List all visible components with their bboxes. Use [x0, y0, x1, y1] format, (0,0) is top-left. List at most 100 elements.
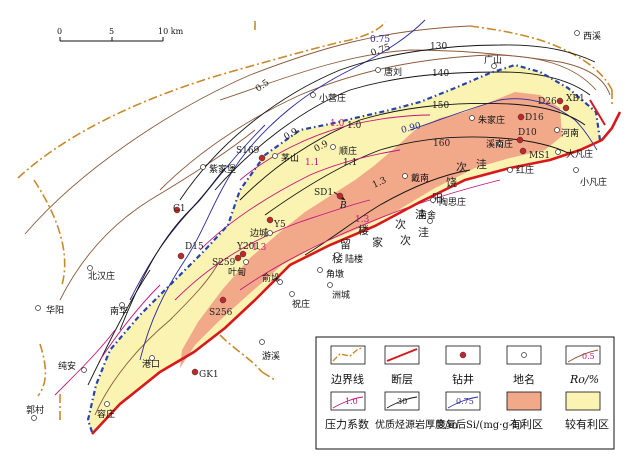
well-name: D15	[185, 242, 204, 252]
place-name: 纯安	[58, 360, 76, 372]
region-char: 家	[372, 235, 383, 249]
place-name: 容庄	[97, 408, 115, 420]
place-name: 俞垛	[262, 272, 280, 284]
scale-tick: 5	[109, 27, 114, 36]
scale-tick: 0	[57, 27, 62, 36]
place-name: 陶思庄	[439, 196, 466, 208]
well-marker	[258, 154, 266, 162]
well-marker	[556, 97, 564, 105]
place-marker	[310, 92, 316, 98]
well-name: S259	[212, 258, 236, 268]
place-marker	[35, 305, 41, 311]
place-marker	[289, 291, 295, 297]
place-marker	[574, 30, 580, 36]
place-marker	[317, 267, 323, 273]
well-marker	[516, 136, 524, 144]
favorable-zone	[180, 92, 562, 368]
place-name: 港口	[142, 358, 160, 370]
well-marker	[239, 250, 247, 258]
place-name: 小营庄	[319, 92, 346, 104]
well-name: MS1	[529, 151, 550, 161]
fault-line	[91, 111, 622, 435]
well-marker	[562, 104, 570, 112]
place-name: 戴南	[411, 172, 429, 184]
place-marker	[200, 164, 206, 170]
place-name: 茅山	[281, 153, 299, 164]
well-marker	[517, 113, 525, 121]
place-name: 朱家庄	[478, 114, 505, 126]
place-marker	[554, 127, 560, 133]
well-name: D16	[525, 113, 544, 123]
well-name: SD1	[314, 188, 333, 198]
ro-contours	[24, 25, 611, 416]
place-name: 郭村	[26, 404, 44, 416]
place-marker	[491, 63, 497, 69]
region-char: 次	[395, 217, 406, 231]
place-marker	[87, 265, 93, 271]
place-marker	[259, 339, 265, 345]
legend-sample: 30	[397, 397, 407, 406]
well-marker	[177, 252, 185, 260]
sr-contours	[129, 19, 598, 361]
place-name: 角墩	[326, 268, 344, 280]
well-marker	[336, 192, 344, 200]
place-name: 北汉庄	[88, 270, 115, 282]
ro-label: 0.5	[254, 78, 272, 95]
well-marker	[191, 368, 199, 376]
place-name: 华阳	[46, 304, 64, 316]
well-name: GK1	[199, 370, 219, 380]
legend: 0.5 边界线 断层 钻井 地名 Ro/% 1.0 30 0.75 压力系数 优…	[315, 336, 615, 450]
region-labels: 次 洼 饶 阳 次 洼 留 楼 家 楼 次 洼	[332, 157, 487, 265]
place-marker	[402, 173, 408, 179]
boundary-lines	[17, 18, 613, 420]
thickness-label: 130	[430, 42, 447, 52]
well-name: S169	[236, 146, 260, 156]
place-marker	[272, 153, 278, 159]
place-name: 陆楼	[345, 253, 363, 265]
legend-label: 钻井	[452, 372, 474, 386]
region-char: 楼	[358, 223, 369, 237]
place-marker	[334, 252, 340, 258]
place-name: 游溪	[262, 350, 280, 362]
place-marker	[430, 197, 436, 203]
ro-label: 1.0	[347, 121, 362, 131]
legend-label: 较有利区	[565, 417, 609, 431]
legend-label: 地名	[513, 372, 535, 386]
ro-label: 1.1	[343, 158, 357, 168]
legend-label: 优质烃源岩厚度/m	[375, 418, 458, 431]
region-char: 阳	[432, 192, 443, 205]
pressure-label: 1.3	[252, 243, 267, 253]
region-char: 次	[456, 160, 467, 174]
place-name: 紫家堡	[209, 163, 236, 175]
well-name: D26	[538, 97, 557, 107]
place-marker	[31, 415, 37, 421]
place-name: 大凡庄	[566, 148, 593, 160]
place-marker	[469, 115, 475, 121]
place-name: 洲城	[332, 290, 350, 301]
legend-label: 恢复后Si/(mg·g-1)	[436, 418, 523, 431]
legend-label: 断层	[391, 372, 413, 386]
place-marker	[81, 367, 87, 373]
region-char: 洼	[418, 225, 429, 239]
place-marker	[327, 282, 333, 288]
place-markers: 西溪唐刘小营庄广山朱家庄河南大凡庄小凡庄溪南庄红庄紫家堡茅山顺庄戴南陶思庄南舍边…	[26, 30, 607, 421]
legend-sample: 1.0	[345, 397, 358, 406]
place-marker	[243, 259, 249, 265]
section-end-label: B	[339, 201, 347, 211]
well-marker	[173, 206, 181, 214]
region-char: 饶	[446, 176, 457, 189]
pressure-label: 1.3	[355, 215, 370, 225]
thickness-label: 160	[433, 139, 450, 149]
well-name: Y201	[236, 242, 260, 252]
place-name: 河南	[561, 127, 579, 139]
place-marker	[277, 279, 283, 285]
place-name: 唐刘	[384, 66, 402, 78]
region-char: 洼	[476, 157, 487, 171]
pressure-contours	[54, 114, 501, 396]
place-name: 溪南庄	[486, 138, 513, 150]
region-char: 楼	[332, 251, 343, 265]
place-name: 南华	[110, 305, 128, 317]
